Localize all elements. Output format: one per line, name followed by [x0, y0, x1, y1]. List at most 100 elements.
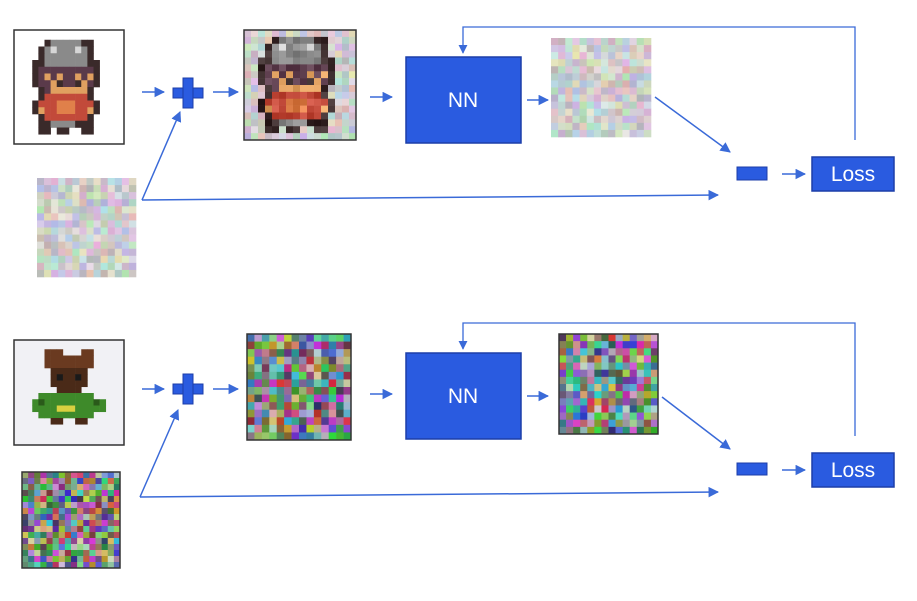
noise-pixel [114, 220, 123, 228]
noise-pixel [254, 341, 263, 350]
noise-pixel [314, 57, 322, 65]
noise-pixel [307, 85, 315, 93]
noise-pixel [349, 50, 357, 58]
noise-pixel [291, 402, 300, 411]
noise-pixel [622, 80, 630, 88]
noise-pixel [601, 66, 609, 74]
noise-pixel [629, 94, 638, 102]
noise-pixel [44, 185, 52, 193]
noise-pixel [286, 98, 294, 106]
noise-pixel [265, 133, 273, 141]
noise-pixel [37, 199, 45, 207]
noise-pixel [121, 178, 130, 186]
noise-pixel [269, 341, 278, 350]
noise-pixel [587, 362, 595, 371]
noise-pixel [636, 334, 645, 342]
noise-pixel [300, 91, 308, 100]
noise-pixel [52, 484, 60, 491]
noise-pixel [328, 43, 336, 51]
noise-pixel [22, 550, 29, 557]
noise-pixel [77, 484, 84, 491]
noise-pixel [293, 119, 301, 127]
sprite-pixel [50, 368, 58, 375]
noise-pixel [328, 91, 336, 100]
noise-pixel [328, 50, 336, 58]
sprite-pixel [50, 114, 58, 122]
noise-pixel [572, 59, 580, 67]
noise-pixel [629, 80, 638, 88]
noise-pixel [336, 341, 344, 350]
noise-pixel [71, 520, 78, 527]
noise-pixel [71, 502, 78, 509]
noise-pixel [573, 405, 581, 413]
noise-pixel [299, 379, 307, 388]
noise-pixel [51, 178, 59, 186]
noise-pixel [328, 71, 336, 79]
noise-pixel [95, 508, 102, 515]
nn-label: NN [448, 385, 478, 408]
noise-pixel [314, 126, 322, 134]
sprite-pixel [44, 107, 51, 115]
noise-pixel [247, 409, 255, 418]
noise-pixel [313, 394, 322, 403]
noise-pixel [64, 496, 72, 503]
noise-pixel [566, 341, 574, 349]
noise-pixel [44, 234, 52, 242]
noise-pixel [113, 562, 121, 569]
noise-pixel [265, 43, 273, 51]
noise-pixel [272, 91, 280, 100]
noise-pixel [586, 80, 595, 88]
noise-pixel [286, 85, 294, 93]
plus-icon [172, 373, 204, 405]
noise-pixel [272, 126, 280, 134]
noise-pixel [636, 59, 645, 67]
noise-pixel [265, 64, 273, 72]
sprite-pixel [50, 120, 58, 128]
noise-pixel [551, 73, 559, 81]
noise-pixel [601, 101, 609, 110]
noise-pixel [643, 376, 652, 385]
noise-pixel [593, 94, 602, 102]
noise-pixel [107, 178, 116, 186]
noise-pixel [629, 59, 638, 67]
noise-pixel [101, 550, 109, 557]
noise-pixel [313, 356, 322, 365]
noise-pixel [254, 387, 263, 395]
sprite-pixel [81, 380, 88, 388]
noise-pixel [51, 220, 59, 228]
sprite-pixel [75, 361, 82, 369]
sprite-pixel [38, 127, 45, 135]
noise-pixel [321, 126, 329, 134]
noise-pixel [276, 394, 285, 403]
noise-pixel [51, 262, 59, 271]
noise-pixel [37, 262, 45, 271]
noise-pixel [83, 484, 90, 491]
noise-pixel [89, 502, 96, 509]
noise-pixel [573, 348, 581, 356]
noise-pixel [44, 178, 52, 186]
noise-pixel [587, 376, 595, 385]
noisy-image [243, 29, 357, 141]
noise-pixel [113, 478, 121, 485]
noise-pixel [349, 112, 357, 120]
noise-pixel [307, 64, 315, 72]
noise-pixel [46, 550, 53, 557]
noise-pixel [89, 526, 96, 533]
noise-pixel [37, 227, 45, 235]
noise-pixel [587, 355, 595, 363]
noise-pixel [107, 199, 116, 207]
noise-pixel [580, 334, 588, 342]
noise-pixel [615, 376, 623, 385]
sprite-pixel [56, 60, 64, 68]
noise-pixel [615, 66, 623, 74]
sprite-pixel [81, 80, 88, 88]
noise-pixel [291, 356, 300, 365]
sprite-pixel [62, 114, 70, 122]
sprite-pixel [56, 73, 64, 81]
noise-pixel [572, 115, 580, 124]
noise-pixel [313, 349, 322, 358]
noise-pixel [22, 502, 29, 509]
noise-pixel [52, 526, 60, 533]
noise-pixel [321, 334, 330, 342]
noise-pixel [107, 234, 116, 242]
